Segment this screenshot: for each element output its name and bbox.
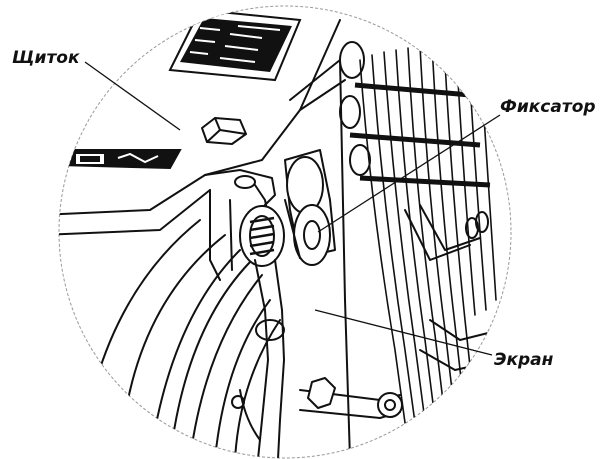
leader-clamp: [317, 114, 501, 233]
shield-nut: [201, 117, 247, 145]
bottom-bolt: [231, 377, 403, 441]
lever-rod: [254, 259, 285, 458]
magnifier-outline: [58, 5, 512, 459]
cable-tie-loops: [339, 41, 371, 176]
callout-clamp: Фиксатор: [500, 97, 596, 117]
leader-lines: [84, 61, 501, 356]
clamp-body: [284, 149, 336, 266]
leader-shield: [84, 61, 181, 131]
callout-shield: Щиток: [12, 48, 80, 68]
wire-connectors: [404, 204, 501, 371]
mechanism-drawing: [59, 8, 501, 458]
shield-badge: [59, 149, 182, 170]
cable-ties: [349, 82, 491, 188]
callout-screen: Экран: [494, 350, 554, 370]
rating-plate: [168, 8, 302, 82]
leader-screen: [314, 309, 493, 356]
clamp-spring: [239, 205, 285, 267]
screen-plate: [289, 59, 351, 458]
